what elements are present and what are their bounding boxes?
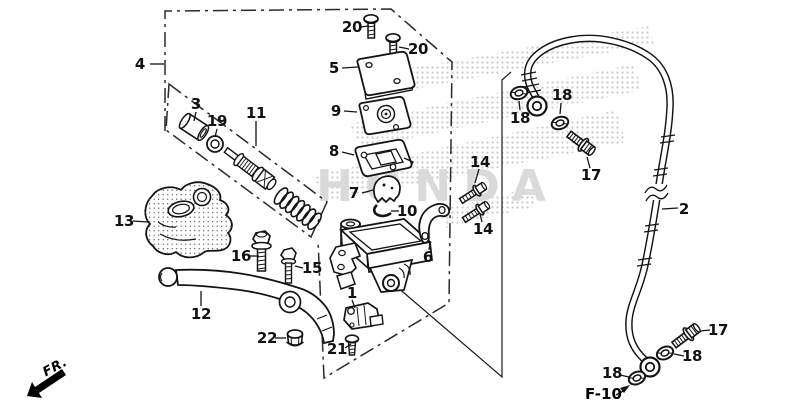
watermark-text: HONDA	[316, 161, 558, 212]
fr-direction-arrow	[27, 369, 66, 398]
set-plate	[358, 95, 412, 136]
figure-code: F-10	[585, 385, 622, 403]
hose-coil-wrap	[520, 71, 542, 94]
pivot-bolt	[280, 247, 297, 284]
reservoir-cover	[356, 50, 416, 100]
cover-screw-20-right	[385, 32, 401, 58]
master-cylinder-body	[329, 218, 433, 293]
wing-band	[348, 64, 642, 148]
honda-watermark: HONDA	[312, 26, 654, 228]
hose-banjo-upper	[526, 95, 548, 117]
hose-core	[525, 36, 673, 363]
brake-light-switch	[343, 302, 384, 330]
perch-bolt	[251, 230, 272, 272]
brake-hose	[520, 34, 676, 378]
leader-lines	[132, 25, 711, 378]
brake-lever	[158, 267, 335, 345]
washer-18-d	[627, 370, 647, 386]
spring-11	[273, 187, 322, 231]
hose-break-symbol	[644, 184, 669, 202]
hose-banjo-lower	[639, 356, 661, 378]
piston-boot	[373, 175, 401, 204]
piston-11	[223, 146, 277, 191]
clamp-bolt-14-lower	[461, 200, 491, 224]
wing-band	[390, 26, 654, 92]
adjuster-nut	[286, 329, 304, 347]
cover-screw-20-left	[363, 13, 379, 39]
piston-kit-boundary	[165, 82, 328, 239]
banjo-bolt-17-lower	[670, 322, 701, 349]
lever-bracket	[144, 181, 233, 259]
cup-3	[178, 112, 210, 142]
washer-18-a	[509, 85, 529, 101]
circlip	[372, 204, 392, 218]
diaphragm	[354, 138, 414, 178]
sealing-washers	[509, 85, 675, 386]
handlebar-clamp	[418, 203, 451, 244]
assembly-boundary	[164, 8, 453, 380]
washer-18-b	[550, 115, 570, 131]
hose-bands	[636, 134, 676, 267]
clamp-bolt-14-upper	[458, 181, 488, 205]
outer-boundary	[164, 8, 453, 380]
switch-screw	[344, 334, 360, 356]
hose-connection-line	[395, 71, 512, 379]
ring-19	[206, 135, 224, 153]
banjo-bolt-17-upper	[565, 130, 596, 157]
figure-ref-arrow	[615, 385, 630, 396]
washer-18-c	[655, 345, 675, 361]
